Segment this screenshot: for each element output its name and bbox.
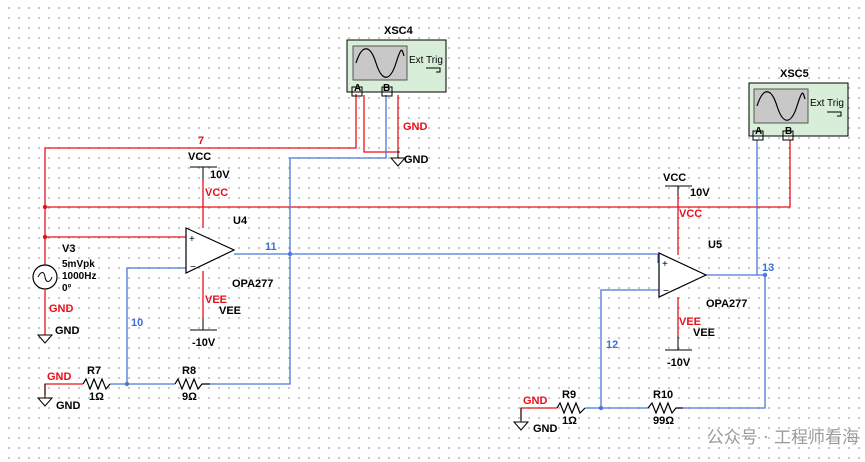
ext-trig-label-xsc5: Ext Trig — [810, 98, 844, 109]
ac-source-v3[interactable] — [32, 264, 58, 290]
resistor-r10[interactable] — [647, 401, 683, 415]
oscilloscope-xsc4[interactable]: XSC4 Ext Trig A B — [346, 25, 447, 97]
ground-symbol-r9 — [512, 408, 530, 431]
u4-vee-net: VEE — [219, 305, 241, 317]
source-v3-frequency: 1000Hz — [62, 271, 96, 282]
wire-net-10[interactable] — [126, 267, 186, 384]
u5-vcc-value: 10V — [690, 187, 710, 199]
xsc4-channel-a: A — [354, 83, 361, 94]
net-label-13: 13 — [762, 262, 774, 274]
junction-dot — [42, 234, 48, 240]
svg-text:−: − — [663, 286, 669, 297]
wire-to-xsc5-a[interactable] — [45, 140, 791, 208]
wire-net-11[interactable] — [234, 253, 659, 263]
r7-gnd-label: GND — [56, 400, 81, 412]
r9-gnd-label: GND — [533, 423, 558, 435]
ext-trig-terminal-icon — [827, 111, 842, 117]
net-label-12: 12 — [606, 339, 618, 351]
wire-r9-gnd[interactable] — [520, 407, 557, 420]
u4-vcc-net: VCC — [188, 151, 211, 163]
resistor-r7[interactable] — [82, 377, 111, 391]
junction-dot — [598, 405, 604, 411]
wire-net-13-r10[interactable] — [683, 275, 766, 409]
opamp-u5-model: OPA277 — [706, 298, 747, 310]
sine-wave-icon — [355, 48, 405, 78]
u5-vee-value: -10V — [667, 357, 691, 369]
net-label-7: 7 — [198, 135, 204, 147]
svg-text:−: − — [190, 262, 196, 273]
resistor-r9-value: 1Ω — [562, 415, 577, 427]
r7-gnd-net: GND — [47, 371, 72, 383]
source-v3-phase: 0° — [62, 283, 72, 294]
source-gnd-net: GND — [49, 303, 74, 315]
sine-wave-icon — [37, 272, 53, 282]
resistor-r10-refdes: R10 — [653, 389, 673, 401]
ground-symbol-xsc4 — [389, 150, 407, 167]
wire-xsc4-a-gnd[interactable] — [363, 95, 400, 153]
ground-symbol-r7 — [36, 384, 54, 407]
wire-net-11-scope[interactable] — [289, 95, 387, 254]
u5-vee-net: VEE — [693, 327, 715, 339]
resistor-r7-value: 1Ω — [89, 391, 104, 403]
wire-r7-gnd[interactable] — [44, 383, 83, 395]
source-v3-refdes: V3 — [62, 243, 75, 255]
resistor-r8-refdes: R8 — [182, 365, 196, 377]
ext-trig-terminal-icon — [426, 67, 441, 73]
watermark: 公众号 · 工程师看海 — [706, 428, 859, 448]
xsc4-channel-b: B — [383, 83, 390, 94]
u4-vee-value: -10V — [192, 337, 216, 349]
sine-wave-icon — [756, 91, 806, 121]
ext-trig-label-xsc4: Ext Trig — [409, 55, 443, 66]
resistor-r8[interactable] — [174, 377, 210, 391]
u5-vcc-label: VCC — [679, 208, 702, 220]
u5-vee-label: VEE — [679, 316, 701, 328]
oscilloscope-xsc5-name: XSC5 — [780, 68, 809, 80]
opamp-u5[interactable]: + − — [658, 252, 708, 298]
oscilloscope-xsc4-name: XSC4 — [384, 25, 414, 37]
source-gnd-label: GND — [55, 325, 80, 337]
xsc4-gnd-text: GND — [404, 154, 429, 166]
xsc4-gnd-label: GND — [403, 121, 428, 133]
ground-symbol-v3 — [36, 334, 54, 344]
resistor-r8-value: 9Ω — [182, 391, 197, 403]
opamp-u4-model: OPA277 — [232, 278, 273, 290]
opamp-u4-refdes: U4 — [233, 215, 248, 227]
svg-text:+: + — [189, 234, 195, 245]
r9-gnd-net: GND — [523, 395, 548, 407]
svg-text:+: + — [662, 259, 668, 270]
net-label-11: 11 — [265, 241, 277, 253]
wire-net-12[interactable] — [600, 289, 660, 408]
opamp-u4[interactable]: + − — [185, 227, 236, 274]
opamp-u5-refdes: U5 — [708, 239, 722, 251]
u4-vcc-value: 10V — [210, 169, 230, 181]
wire-net-11-r8[interactable] — [210, 254, 291, 385]
resistor-r9-refdes: R9 — [562, 389, 576, 401]
resistor-r9[interactable] — [556, 401, 586, 415]
source-v3-amplitude: 5mVpk — [62, 259, 95, 270]
junction-dot — [762, 272, 768, 278]
u4-vcc-label: VCC — [205, 187, 228, 199]
junction-dot — [124, 381, 130, 387]
junction-dot — [42, 204, 48, 210]
net-label-10: 10 — [131, 317, 143, 329]
u5-vcc-net: VCC — [663, 172, 686, 184]
junction-dot — [287, 251, 293, 257]
resistor-r10-value: 99Ω — [653, 415, 674, 427]
resistor-r7-refdes: R7 — [87, 365, 101, 377]
u4-vee-label: VEE — [205, 294, 227, 306]
oscilloscope-xsc5[interactable]: XSC5 Ext Trig A B — [748, 68, 849, 141]
